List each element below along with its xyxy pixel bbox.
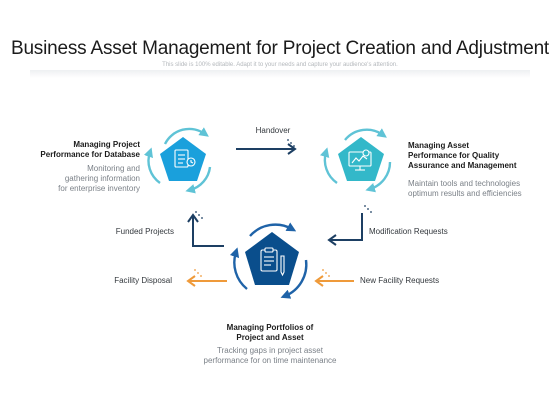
node-left	[143, 127, 212, 194]
funded-projects-arrow	[187, 211, 224, 247]
node-right-description-line: optimum results and efficiencies	[408, 189, 522, 198]
node-right	[320, 128, 392, 193]
node-bottom-title-line: Project and Asset	[236, 333, 304, 342]
node-bottom-description-line: performance for on time maintenance	[203, 356, 337, 365]
facility-disposal-arrow	[186, 269, 227, 287]
node-right-title-line: Performance for Quality	[408, 151, 500, 160]
cycle-arrows-left	[143, 127, 212, 194]
modification-requests-arrow	[327, 205, 372, 246]
node-right-description: Maintain tools and technologies optimum …	[408, 179, 553, 199]
node-right-description-line: Maintain tools and technologies	[408, 179, 521, 188]
node-bottom-description-line: Tracking gaps in project asset	[217, 346, 323, 355]
page-title: Business Asset Management for Project Cr…	[10, 38, 550, 59]
monitor-chart-icon	[348, 149, 372, 171]
new-facility-requests-arrow	[314, 269, 354, 287]
node-left-title: Managing Project Performance for Databas…	[20, 140, 140, 160]
handover-arrow	[236, 139, 297, 155]
node-left-description-line: gathering information	[64, 174, 140, 183]
node-right-title-line: Managing Asset	[408, 141, 470, 150]
node-bottom-title: Managing Portfolios of Project and Asset	[180, 323, 360, 343]
database-checklist-icon	[174, 149, 196, 168]
node-left-description-line: for enterprise inventory	[58, 184, 140, 193]
flow-label-funded-projects: Funded Projects	[115, 227, 174, 236]
node-right-title-line: Assurance and Management	[408, 161, 517, 170]
node-right-title: Managing Asset Performance for Quality A…	[408, 141, 548, 171]
node-left-title-line: Managing Project	[73, 140, 140, 149]
node-bottom-title-line: Managing Portfolios of	[226, 323, 314, 332]
page-subtitle: This slide is 100% editable. Adapt it to…	[162, 62, 398, 68]
flow-label-facility-disposal: Facility Disposal	[114, 276, 172, 285]
cycle-arrows-bottom	[229, 222, 308, 299]
clipboard-pencil-icon	[260, 247, 285, 277]
flow-label-handover: Handover	[255, 126, 291, 135]
pentagon-bottom	[245, 232, 299, 285]
flow-label-modification-requests: Modification Requests	[369, 227, 448, 236]
node-bottom-description: Tracking gaps in project asset performan…	[180, 346, 360, 366]
node-left-description-line: Monitoring and	[87, 164, 140, 173]
node-left-title-line: Performance for Database	[40, 150, 140, 159]
node-left-description: Monitoring and gathering information for…	[20, 164, 140, 194]
cycle-arrows-right	[320, 128, 392, 193]
node-bottom	[229, 222, 308, 299]
flow-label-new-facility-requests: New Facility Requests	[360, 276, 440, 285]
header-divider	[30, 70, 530, 78]
